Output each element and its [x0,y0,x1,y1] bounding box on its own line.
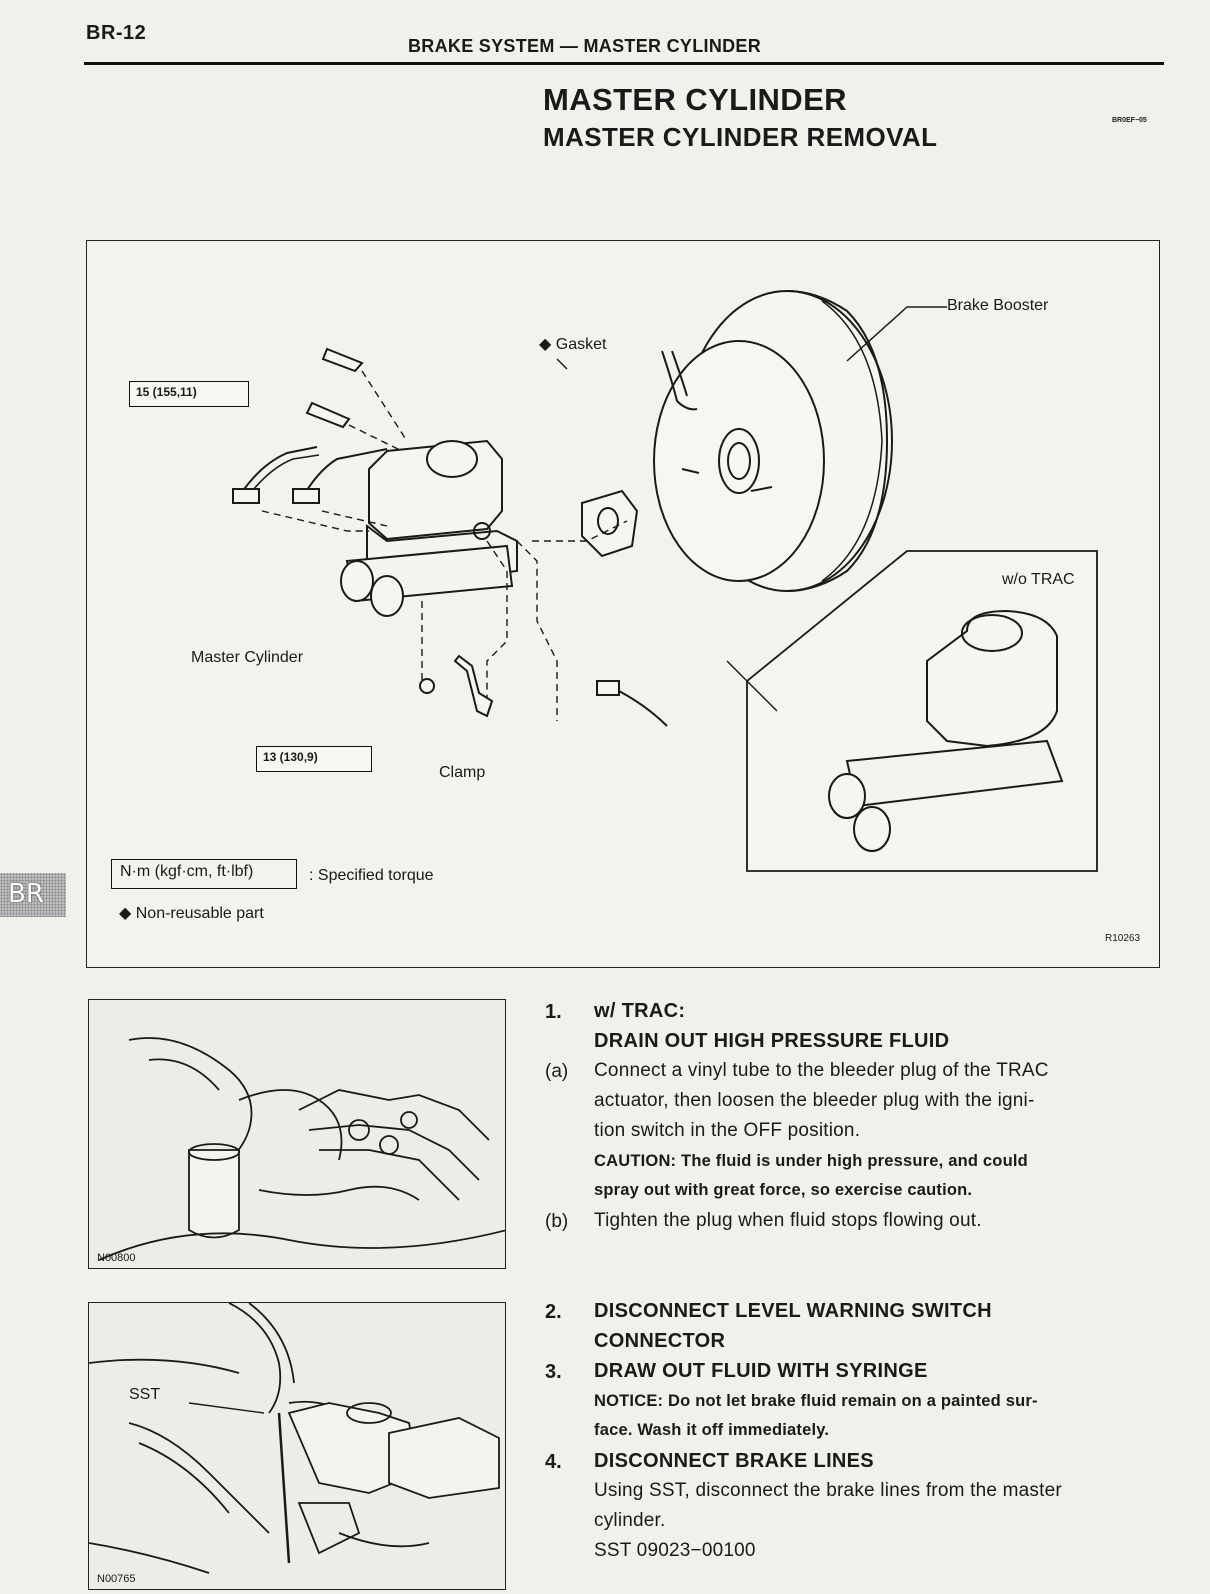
step-1a-line1: Connect a vinyl tube to the bleeder plug… [594,1060,1049,1081]
step-2-number: 2. [545,1301,562,1323]
sst-part-number: SST 09023−00100 [594,1540,756,1561]
torque-spec-bottom: 13 (130,9) [256,746,372,772]
master-cylinder-label: Master Cylinder [191,649,304,666]
drain-fluid-illustration: N00800 [88,999,506,1269]
non-reusable-legend: ◆ Non-reusable part [119,905,264,922]
step-3-number: 3. [545,1361,562,1383]
section-tab-label: BR [8,879,44,909]
step-3-line1: DRAW OUT FLUID WITH SYRINGE [594,1360,928,1382]
diagram-drawing [232,290,1098,872]
figure-code: N00800 [97,1252,136,1264]
section-title: MASTER CYLINDER REMOVAL [543,122,938,152]
clamp-label: Clamp [439,764,486,781]
page-title: MASTER CYLINDER [543,82,847,117]
notice-line2: face. Wash it off immediately. [594,1421,830,1439]
step-1b-marker: (b) [545,1211,569,1232]
step-1a-line3: tion switch in the OFF position. [594,1120,861,1141]
step-2-line2: CONNECTOR [594,1330,726,1352]
torque-legend-units: N·m (kgf·cm, ft·lbf) [111,859,297,889]
brake-booster-drawing [653,290,893,592]
torque-spec-top: 15 (155,11) [129,381,249,407]
step-1-title-line1: w/ TRAC: [594,1000,686,1022]
reference-code: BR0EF−05 [1112,117,1147,124]
brake-booster-label: Brake Booster [947,297,1049,314]
step-1a-line2: actuator, then loosen the bleeder plug w… [594,1090,1035,1111]
step-4-body-line1: Using SST, disconnect the brake lines fr… [594,1480,1062,1501]
step-2-line1: DISCONNECT LEVEL WARNING SWITCH [594,1300,992,1322]
syringe-illustration: SST N00765 [88,1302,506,1590]
syringe-drawing [89,1303,500,1574]
figure-code: N00765 [97,1573,136,1585]
figure-code: R10263 [1105,933,1141,944]
notice-line1: NOTICE: Do not let brake fluid remain on… [594,1392,1038,1410]
step-1a-marker: (a) [545,1061,569,1082]
step-1b-line1: Tighten the plug when fluid stops flowin… [594,1210,982,1231]
step-4-line1: DISCONNECT BRAKE LINES [594,1450,874,1472]
wo-trac-label: w/o TRAC [1002,571,1075,588]
header-rule [84,62,1164,65]
section-tab: BR [0,873,66,917]
running-head: BRAKE SYSTEM — MASTER CYLINDER [408,36,762,56]
step-1-number: 1. [545,1001,562,1023]
step-4-number: 4. [545,1451,562,1473]
step-4-body-line2: cylinder. [594,1510,666,1531]
page-number: BR-12 [86,22,147,44]
sst-label: SST [129,1386,161,1403]
gasket-label: ◆ Gasket [539,336,607,353]
torque-legend-desc: : Specified torque [309,867,434,884]
caution-line2: spray out with great force, so exercise … [594,1181,973,1199]
step-1-title-line2: DRAIN OUT HIGH PRESSURE FLUID [594,1030,950,1052]
master-cylinder-exploded-diagram: Brake Booster ◆ Gasket Master Cylinder C… [86,240,1160,968]
drain-fluid-drawing [98,1037,505,1261]
master-cylinder-drawing [340,439,518,617]
wo-trac-cylinder-drawing [828,609,1064,852]
gasket-drawing [581,489,639,558]
caution-line1: CAUTION: The fluid is under high pressur… [594,1152,1028,1170]
